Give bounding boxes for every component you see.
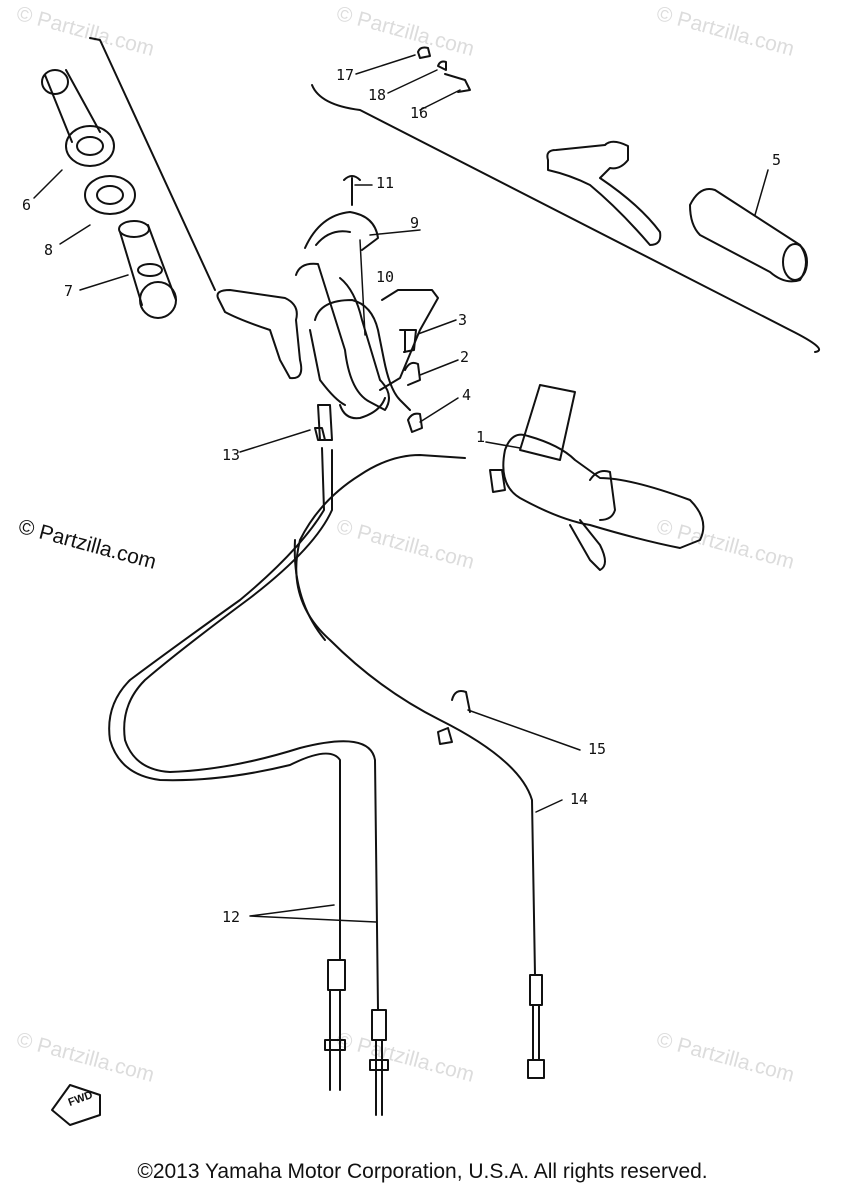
callout-13: 13	[222, 446, 241, 464]
callout-18: 18	[368, 86, 387, 104]
right-handlebar-outline	[311, 84, 821, 353]
callout-7: 7	[64, 282, 74, 300]
callout-11: 11	[376, 174, 395, 192]
cable-adjuster	[314, 404, 333, 441]
callout-9: 9	[410, 214, 420, 232]
callout-4: 4	[462, 386, 472, 404]
clutch-cable	[295, 454, 536, 976]
callout-6: 6	[22, 196, 32, 214]
left-handlebar-outline	[89, 37, 216, 291]
callout-15: 15	[588, 740, 607, 758]
throttle-sleeve	[118, 220, 177, 319]
callout-10: 10	[376, 268, 395, 286]
copyright-notice: ©2013 Yamaha Motor Corporation, U.S.A. A…	[137, 1160, 708, 1183]
callout-2: 2	[460, 348, 470, 366]
throttle-housing	[216, 175, 439, 433]
throttle-cable-inner	[123, 449, 379, 1011]
right-grip	[689, 188, 808, 283]
cable-clip	[437, 690, 471, 745]
left-grip	[41, 69, 115, 167]
clutch-lever	[417, 46, 662, 246]
callout-5: 5	[772, 151, 782, 169]
callout-14: 14	[570, 790, 589, 808]
washer	[84, 175, 136, 215]
callout-16: 16	[410, 104, 429, 122]
clutch-perch-assembly	[489, 384, 705, 571]
callout-3: 3	[458, 311, 468, 329]
callout-17: 17	[336, 66, 355, 84]
callout-1: 1	[476, 428, 486, 446]
callout-12: 12	[222, 908, 241, 926]
fwd-arrow-icon	[51, 1084, 101, 1126]
callout-8: 8	[44, 241, 54, 259]
throttle-cable-outer	[108, 447, 341, 961]
